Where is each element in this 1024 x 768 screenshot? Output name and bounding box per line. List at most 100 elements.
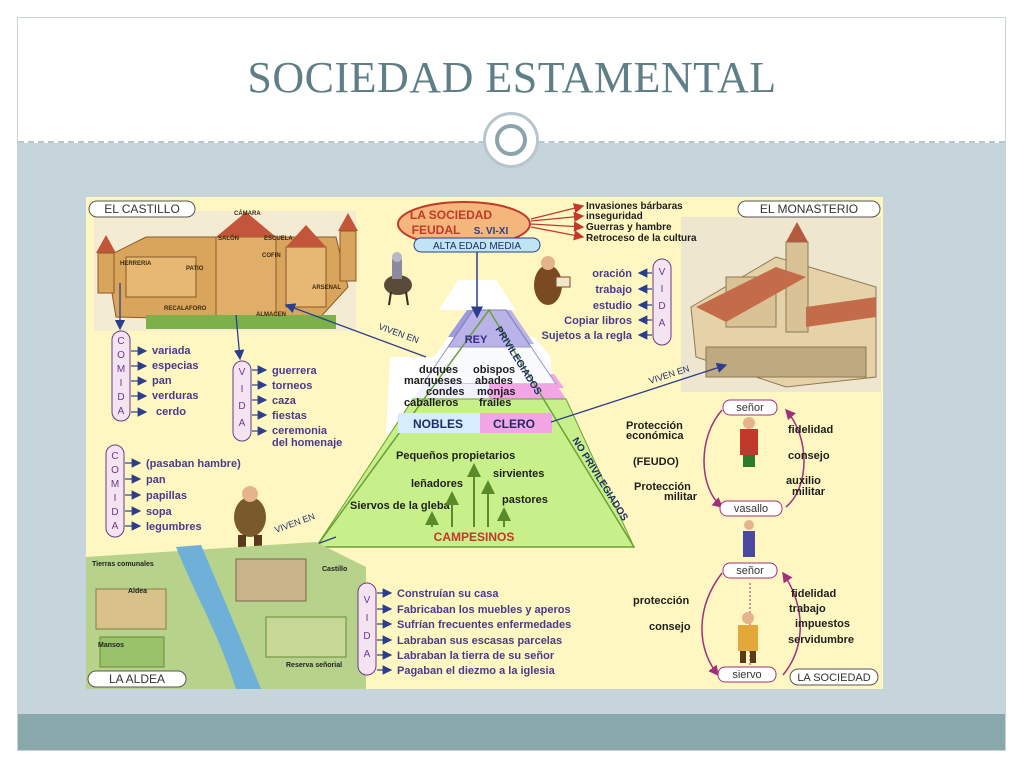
peasant-item: Siervos de la gleba: [350, 500, 451, 512]
vertical-letter: A: [239, 418, 246, 429]
monastery-illustration: [681, 217, 881, 392]
castle-comida-item: pan: [152, 375, 172, 387]
clero-item: obispos: [473, 364, 515, 376]
center-title-3: S. VI-XI: [474, 226, 509, 237]
castle-part: CÁMARA: [234, 210, 261, 217]
pyramid-nobles: NOBLES: [413, 417, 463, 431]
vertical-letter: A: [659, 318, 666, 329]
feudal-top-right: militar: [792, 486, 826, 498]
noble-item: caballeros: [404, 397, 458, 409]
vassal-icon: [743, 520, 755, 557]
castle-comida-item: cerdo: [156, 406, 186, 418]
castle-vida-item: caza: [272, 395, 297, 407]
vertical-letter: V: [364, 595, 371, 606]
clero-item: monjas: [477, 386, 516, 398]
vertical-letter: D: [363, 631, 370, 642]
map-label: Tierras comunales: [92, 561, 154, 568]
aldea-vida-item: Sufrían frecuentes enfermedades: [397, 619, 571, 631]
map-label: Mansos: [98, 642, 124, 649]
map-label: Aldea: [128, 588, 147, 595]
slide-title: SOCIEDAD ESTAMENTAL: [247, 53, 777, 102]
lord-icon: [740, 417, 758, 467]
vertical-letter: D: [117, 392, 124, 403]
monastery-vida-pill: [652, 258, 672, 346]
monastery-vida-item: Copiar libros: [564, 315, 632, 327]
castle-part: HERRERIA: [120, 261, 152, 267]
feudal-bottom-right: trabajo: [789, 603, 826, 615]
alta-edad-label: ALTA EDAD MEDIA: [433, 241, 521, 252]
monastery-vida-item: oración: [592, 268, 632, 280]
peasant-item: sirvientes: [493, 468, 544, 480]
castle-part: PATIO: [186, 266, 204, 272]
castle-comida-item: verduras: [152, 390, 198, 402]
vertical-letter: M: [117, 364, 125, 375]
castle-part: RECALAFORO: [164, 306, 207, 312]
vertical-letter: D: [658, 301, 665, 312]
senor-label-top: señor: [736, 402, 764, 414]
feudal-bottom-right: impuestos: [795, 618, 850, 630]
castillo-label: EL CASTILLO: [104, 202, 180, 216]
pyramid-clero: CLERO: [493, 417, 535, 431]
feudal-bottom-left: consejo: [649, 621, 691, 633]
vertical-letter: V: [659, 267, 666, 278]
vertical-letter: M: [111, 479, 119, 490]
circle-ornament-icon: [483, 112, 539, 168]
map-label: Reserva señorial: [286, 662, 342, 669]
map-label: Castillo: [322, 566, 347, 573]
senor-label-bottom: señor: [736, 565, 764, 577]
castle-comida-item: especias: [152, 360, 198, 372]
castle-part: ALMACEN: [256, 312, 286, 318]
peasant-item: pastores: [502, 494, 548, 506]
aldea-vida-item: Fabricaban los muebles y aperos: [397, 604, 571, 616]
senor-box-bottom: [722, 562, 778, 579]
footer-bar: [18, 714, 1005, 750]
serf-icon: [738, 612, 758, 663]
peasant-comida-pill: [105, 444, 125, 538]
peasant-comida-item: papillas: [146, 490, 187, 502]
castle-comida-item: variada: [152, 345, 191, 357]
viven-en-aldea: VIVEN EN: [273, 511, 316, 535]
peasant-comida-item: legumbres: [146, 521, 202, 533]
castle-vida-pill: [232, 360, 252, 442]
noble-item: condes: [426, 386, 465, 398]
vertical-letter: I: [366, 613, 369, 624]
vertical-letter: A: [364, 649, 371, 660]
feudal-top-right: fidelidad: [788, 424, 833, 436]
feudal-top-left: Protección: [626, 420, 683, 432]
sociedad-label-box: [789, 668, 879, 686]
aldea-vida-pill: [357, 582, 377, 676]
vertical-letter: A: [112, 521, 119, 532]
monk-icon: [534, 256, 571, 305]
peasant-item: leñadores: [411, 478, 463, 490]
vertical-letter: I: [114, 493, 117, 504]
monastery-vida-item: estudio: [593, 300, 632, 312]
peasant-icon: [234, 486, 266, 547]
feudal-top-left: Protección: [634, 481, 691, 493]
vasallo-label: vasallo: [734, 503, 768, 515]
castle-part: ESCUELA: [264, 236, 293, 242]
peasant-item: Pequeños propietarios: [396, 450, 515, 462]
castillo-label-box: [88, 200, 196, 218]
peasant-comida-item: pan: [146, 474, 166, 486]
siervo-label: siervo: [732, 669, 761, 681]
feudal-bottom-right: servidumbre: [788, 634, 854, 646]
castle-illustration: [94, 211, 358, 331]
feudal-top-right: auxilio: [786, 475, 821, 487]
clero-item: abades: [475, 375, 513, 387]
castle-comida-pill: [111, 330, 131, 422]
vertical-letter: D: [238, 401, 245, 412]
vertical-letter: C: [117, 336, 124, 347]
vertical-letter: I: [120, 378, 123, 389]
vertical-letter: I: [241, 384, 244, 395]
castle-vida-item: del homenaje: [272, 437, 342, 449]
aldea-map: [86, 542, 366, 689]
cause-item: inseguridad: [586, 211, 643, 222]
vertical-letter: D: [111, 507, 118, 518]
feudal-top-left: militar: [664, 491, 698, 503]
feudal-bottom-left: protección: [633, 595, 690, 607]
